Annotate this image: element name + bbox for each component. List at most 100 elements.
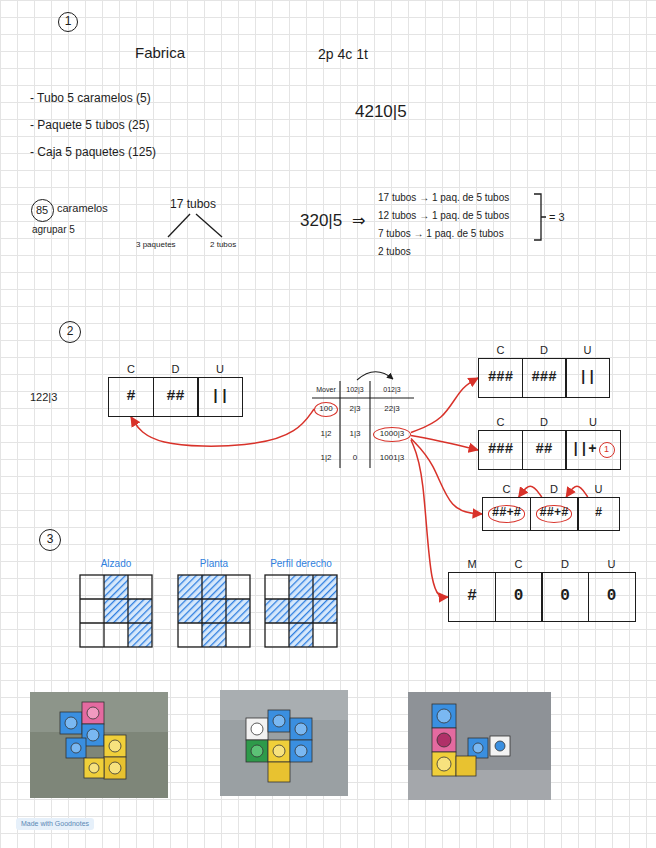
tally-marks: || bbox=[211, 389, 229, 406]
column-letter: C bbox=[108, 362, 154, 377]
circled-value: 1000|3 bbox=[373, 427, 411, 442]
division: 4210|5 bbox=[355, 102, 407, 122]
tally-marks: 0 bbox=[514, 588, 524, 606]
branch-label: 2 tubos bbox=[210, 240, 236, 249]
red-arrow bbox=[411, 378, 478, 433]
table-header: 102|3 bbox=[346, 386, 363, 394]
circle-outline: 1 bbox=[599, 442, 615, 458]
table-line bbox=[369, 381, 370, 468]
place-value-cell: C ##+# bbox=[482, 482, 531, 531]
circled-text: 100 bbox=[319, 405, 332, 414]
cell-box: 0 bbox=[495, 572, 543, 622]
division: 320|5 bbox=[300, 211, 342, 231]
cell-box: ### bbox=[478, 430, 523, 470]
circled-number: 85 bbox=[31, 199, 54, 222]
place-value-cell: D ### bbox=[522, 343, 567, 398]
cell-box: # bbox=[577, 497, 620, 531]
move-arrow bbox=[357, 372, 393, 380]
column-letter: D bbox=[530, 482, 579, 497]
cell-box: ### bbox=[522, 358, 567, 398]
place-value-cell: U || bbox=[565, 343, 610, 398]
table-cell: 1|3 bbox=[350, 429, 361, 438]
circled-text: 1 bbox=[65, 15, 72, 28]
table-line bbox=[339, 381, 340, 468]
list-item: 2 tubos bbox=[378, 246, 411, 258]
place-value-cell: U# bbox=[577, 482, 620, 531]
tally-marks: ##+# bbox=[536, 505, 573, 522]
cell-box: ### bbox=[478, 358, 523, 398]
section-number: 1 bbox=[58, 12, 78, 32]
note: agrupar 5 bbox=[32, 224, 75, 236]
list-item: 7 tubos → 1 paq. de 5 tubos bbox=[378, 228, 504, 240]
note: 2p 4c 1t bbox=[318, 46, 368, 62]
column-letter: U bbox=[197, 362, 243, 377]
tally-marks: # bbox=[595, 507, 602, 520]
tally-marks: || bbox=[579, 370, 596, 385]
place-value-cell: U||+1 bbox=[565, 415, 621, 470]
place-value-cell: D0 bbox=[541, 557, 589, 622]
table-cell: 1|2 bbox=[321, 453, 332, 462]
place-value-cell: C### bbox=[478, 343, 523, 398]
section-number: 3 bbox=[39, 529, 61, 551]
circled-text: 3 bbox=[47, 533, 54, 546]
tally-marks: ### bbox=[488, 370, 513, 385]
place-value-cell: D ##+# bbox=[530, 482, 579, 531]
tally-marks: ### bbox=[531, 370, 556, 385]
table-header: 012|3 bbox=[383, 386, 400, 394]
column-letter: C bbox=[478, 415, 523, 430]
cell-box: || bbox=[565, 358, 610, 398]
note: 17 tubos bbox=[170, 198, 216, 212]
cube-photo bbox=[30, 692, 168, 798]
table-cell: 1|2 bbox=[321, 429, 332, 438]
cell-box: 0 bbox=[588, 572, 636, 622]
section-number: 2 bbox=[59, 321, 81, 343]
circle-outline: 100 bbox=[314, 402, 338, 417]
column-letter: U bbox=[565, 343, 610, 358]
column-letter: M bbox=[448, 557, 496, 572]
circle-outline: 85 bbox=[31, 199, 54, 222]
red-arrow bbox=[519, 486, 542, 497]
implies-symbol: ⇒ bbox=[352, 212, 365, 230]
column-letter: D bbox=[153, 362, 199, 377]
view-title: Planta bbox=[200, 558, 228, 570]
circle-outline: 1000|3 bbox=[373, 427, 411, 442]
cube-photo bbox=[220, 690, 348, 796]
cell-box: # bbox=[448, 572, 496, 622]
column-letter: U bbox=[565, 415, 621, 430]
table-cell: 2|3 bbox=[350, 404, 361, 413]
circle-outline: 2 bbox=[59, 321, 81, 343]
place-value-cell: U0 bbox=[588, 557, 636, 622]
column-letter: D bbox=[541, 557, 589, 572]
cell-box: # bbox=[108, 377, 154, 417]
place-value-cell: C0 bbox=[495, 557, 543, 622]
place-value-cell: D## bbox=[153, 362, 199, 417]
red-arrow bbox=[131, 409, 314, 446]
bracket-result: = 3 bbox=[549, 211, 565, 224]
tally-marks: ### bbox=[488, 442, 513, 457]
red-arrow bbox=[411, 440, 448, 597]
tally-marks: # bbox=[126, 389, 135, 406]
table-cell: 22|3 bbox=[384, 404, 399, 413]
cell-box: || bbox=[197, 377, 243, 417]
place-value-cell: C# bbox=[108, 362, 154, 417]
column-letter: D bbox=[522, 343, 567, 358]
tally-marks: ##+# bbox=[488, 505, 525, 522]
watermark: Made with Goodnotes bbox=[16, 818, 94, 830]
tally-marks: # bbox=[467, 588, 477, 606]
circled-text: 2 bbox=[67, 325, 74, 338]
page-heading: Fabrica bbox=[135, 44, 185, 61]
view-grid bbox=[265, 575, 337, 647]
table-cell: 1001|3 bbox=[380, 453, 404, 462]
circled-value: 100 bbox=[314, 402, 338, 417]
column-letter: C bbox=[482, 482, 531, 497]
view-grid bbox=[178, 575, 250, 647]
place-value-cell: C ### bbox=[478, 415, 523, 470]
circled-carry: 1 bbox=[599, 442, 615, 458]
list-item: 17 tubos → 1 paq. de 5 tubos bbox=[378, 192, 509, 204]
list-item: 12 tubos → 1 paq. de 5 tubos bbox=[378, 210, 509, 222]
circled-text: 1 bbox=[604, 445, 609, 455]
view-title: Perfil derecho bbox=[270, 558, 332, 570]
tally-marks: ## bbox=[536, 442, 553, 457]
list-item: - Caja 5 paquetes (125) bbox=[30, 146, 156, 160]
cell-box: 0 bbox=[541, 572, 589, 622]
